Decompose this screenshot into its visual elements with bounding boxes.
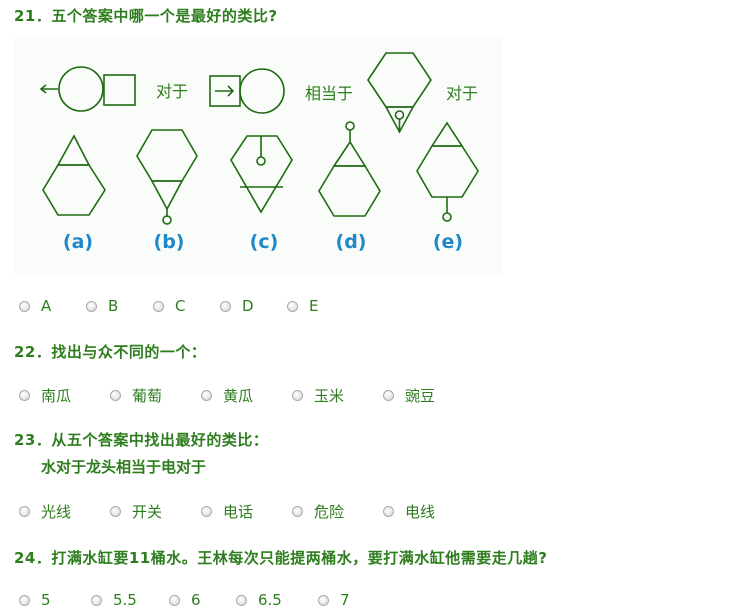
- question-24-options: 5 5.5 6 6.5 7: [19, 591, 378, 609]
- question-21-options: A B C D E: [19, 297, 354, 315]
- radio-button[interactable]: [318, 594, 329, 606]
- radio-button[interactable]: [91, 594, 102, 606]
- option-a-shape: [42, 134, 106, 216]
- option-22-b[interactable]: 葡萄: [110, 385, 201, 406]
- option-21-d[interactable]: D: [220, 297, 287, 315]
- option-21-b[interactable]: B: [86, 297, 153, 315]
- radio-button[interactable]: [153, 300, 164, 312]
- radio-button[interactable]: [110, 506, 121, 517]
- figure-label-b: (b): [154, 231, 185, 253]
- radio-button[interactable]: [110, 390, 121, 401]
- radio-button[interactable]: [292, 390, 303, 401]
- radio-button[interactable]: [201, 506, 212, 517]
- option-21-c[interactable]: C: [153, 297, 220, 315]
- radio-button[interactable]: [383, 390, 394, 401]
- figure-word-2: 相当于: [305, 84, 353, 103]
- analogy-left-shape: [39, 66, 136, 112]
- option-22-d[interactable]: 玉米: [292, 385, 383, 406]
- option-24-c[interactable]: 6: [169, 591, 236, 609]
- figure-label-c: (c): [250, 231, 279, 253]
- question-22-options: 南瓜 葡萄 黄瓜 玉米 豌豆: [19, 385, 474, 406]
- radio-button[interactable]: [383, 506, 394, 517]
- option-22-e[interactable]: 豌豆: [383, 385, 474, 406]
- question-23-title: 23．从五个答案中找出最好的类比：: [14, 431, 269, 449]
- option-21-a[interactable]: A: [19, 297, 86, 315]
- radio-button[interactable]: [19, 390, 30, 401]
- radio-button[interactable]: [201, 390, 212, 401]
- option-21-e[interactable]: E: [287, 297, 354, 315]
- radio-button[interactable]: [292, 506, 303, 517]
- option-d-shape: [318, 121, 381, 217]
- radio-button[interactable]: [236, 594, 247, 606]
- option-23-a[interactable]: 光线: [19, 501, 110, 522]
- radio-button[interactable]: [19, 506, 30, 517]
- option-23-c[interactable]: 电话: [201, 501, 292, 522]
- radio-button[interactable]: [287, 300, 298, 312]
- option-24-e[interactable]: 7: [318, 591, 378, 609]
- option-23-e[interactable]: 电线: [383, 501, 474, 522]
- radio-button[interactable]: [19, 300, 30, 312]
- option-23-b[interactable]: 开关: [110, 501, 201, 522]
- option-22-a[interactable]: 南瓜: [19, 385, 110, 406]
- analogy-middle-shape: [209, 68, 285, 114]
- option-c-shape: [230, 135, 293, 214]
- question-24-title: 24．打满水缸要11桶水。王林每次只能提两桶水，要打满水缸他需要走几趟?: [14, 549, 548, 567]
- option-24-d[interactable]: 6.5: [236, 591, 318, 609]
- figure-label-e: (e): [433, 231, 463, 253]
- option-b-shape: [136, 129, 198, 225]
- option-e-shape: [416, 121, 479, 222]
- option-24-a[interactable]: 5: [19, 591, 91, 609]
- option-24-b[interactable]: 5.5: [91, 591, 169, 609]
- option-22-c[interactable]: 黄瓜: [201, 385, 292, 406]
- figure-label-d: (d): [336, 231, 367, 253]
- question-23-subtitle: 水对于龙头相当于电对于: [41, 458, 207, 476]
- figure-word-1: 对于: [156, 82, 188, 101]
- radio-button[interactable]: [19, 594, 30, 606]
- option-23-d[interactable]: 危险: [292, 501, 383, 522]
- radio-button[interactable]: [86, 300, 97, 312]
- question-21-title: 21．五个答案中哪一个是最好的类比?: [14, 7, 278, 25]
- radio-button[interactable]: [169, 594, 180, 606]
- analogy-right-shape: [367, 52, 432, 134]
- radio-button[interactable]: [220, 300, 231, 312]
- figure-label-a: (a): [63, 231, 93, 253]
- question-23-options: 光线 开关 电话 危险 电线: [19, 501, 474, 522]
- question-22-title: 22．找出与众不同的一个：: [14, 343, 207, 361]
- question-21-figure: 对于 相当于 对于 (a) (b) (c) (d) (e): [14, 38, 502, 274]
- figure-word-3: 对于: [446, 84, 478, 103]
- analogy-figure: 对于 相当于 对于 (a) (b) (c) (d) (e): [39, 52, 479, 253]
